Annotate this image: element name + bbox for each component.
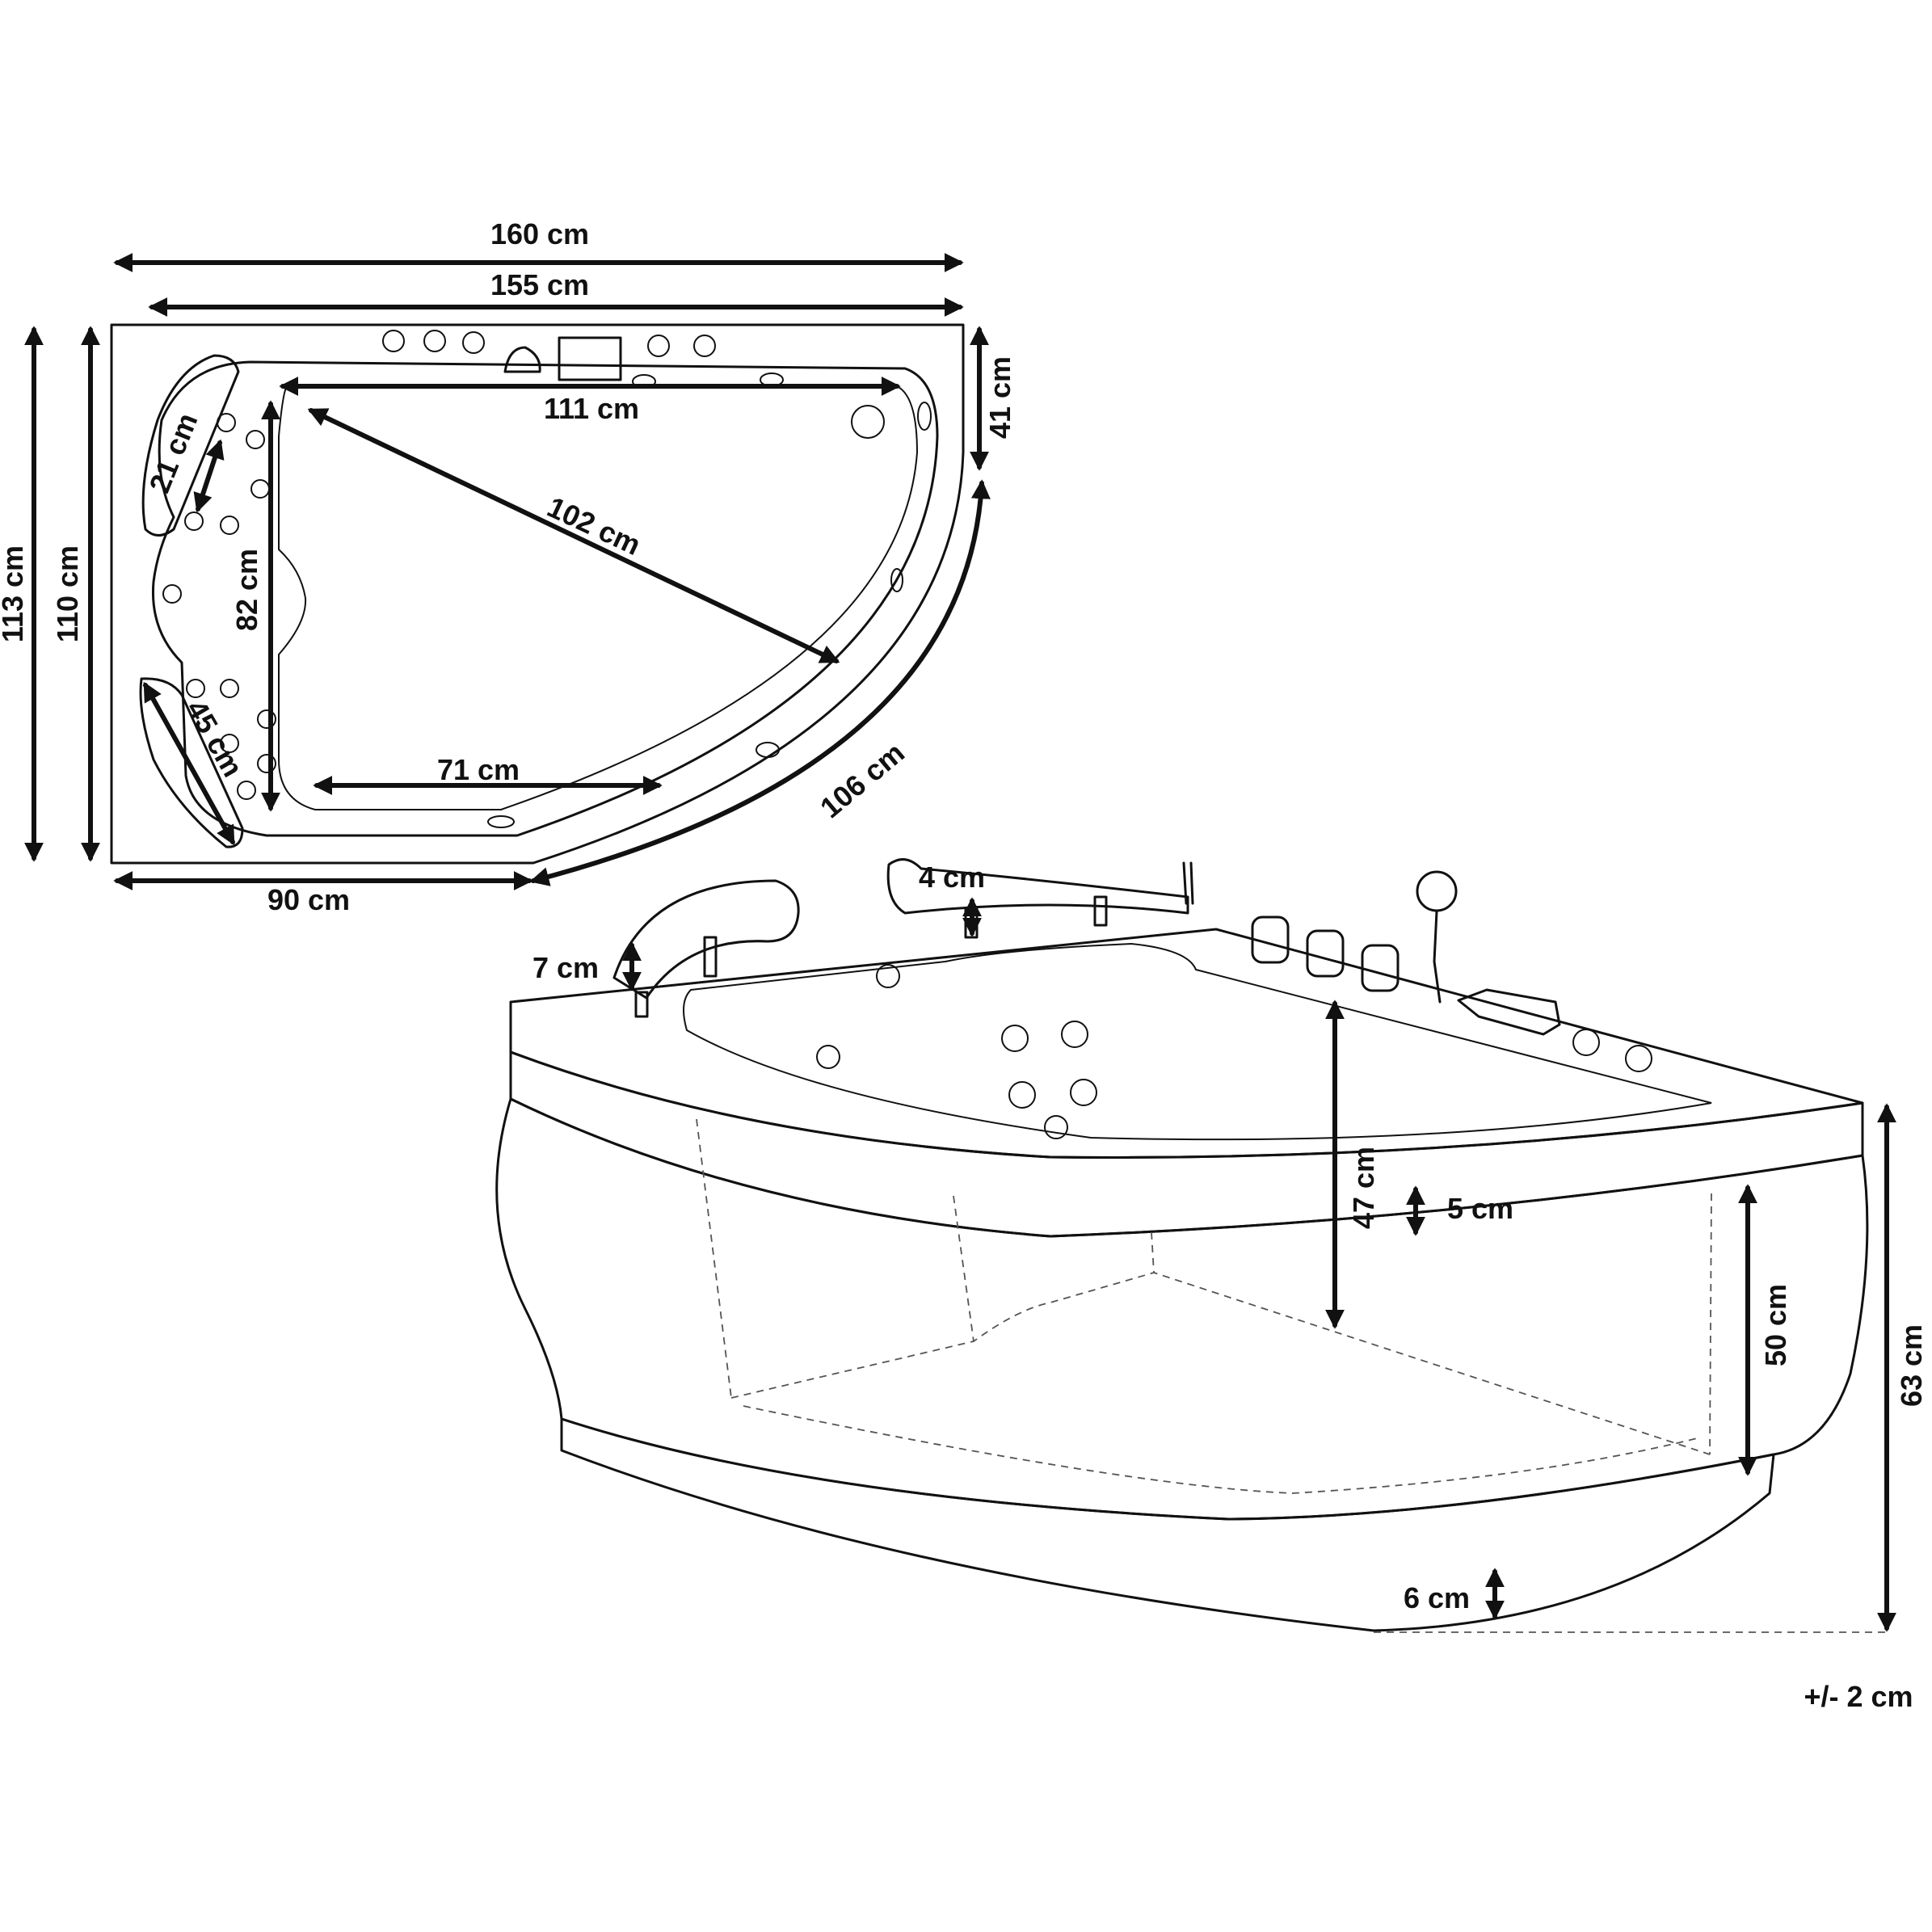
control-knob-icon bbox=[1361, 944, 1400, 992]
label-71: 71 cm bbox=[437, 753, 520, 786]
faucet-icon bbox=[558, 336, 622, 381]
label-110: 110 cm bbox=[51, 545, 84, 642]
hidden-frame bbox=[730, 1272, 1711, 1455]
jet-icon bbox=[1001, 1025, 1029, 1052]
jet-icon bbox=[693, 335, 716, 357]
label-4: 4 cm bbox=[919, 861, 985, 894]
label-41: 41 cm bbox=[983, 356, 1017, 439]
pillow-post bbox=[1093, 895, 1108, 927]
shower-head-icon bbox=[503, 346, 541, 373]
label-111: 111 cm bbox=[544, 392, 639, 425]
headrest-pillow-left bbox=[612, 879, 800, 1000]
control-knob-icon bbox=[1306, 929, 1345, 978]
label-5: 5 cm bbox=[1447, 1192, 1513, 1225]
side-view: 7 cm 4 cm 47 cm 5 cm 50 cm 63 cm 6 cm +/… bbox=[495, 858, 1928, 1713]
tub-base bbox=[560, 1417, 1775, 1632]
jet-icon bbox=[423, 330, 446, 352]
basin-opening bbox=[683, 942, 1712, 1141]
jet-icon bbox=[816, 1045, 840, 1069]
hand-shower-hose bbox=[1433, 910, 1442, 1004]
jet-icon bbox=[382, 330, 405, 352]
label-6: 6 cm bbox=[1404, 1581, 1470, 1614]
hidden-frame bbox=[696, 1118, 732, 1399]
dim-arrow-21 bbox=[193, 439, 225, 513]
label-63: 63 cm bbox=[1895, 1324, 1928, 1407]
jet-icon bbox=[851, 405, 885, 439]
hidden-frame bbox=[953, 1195, 974, 1342]
jet-icon bbox=[220, 516, 239, 535]
label-160: 160 cm bbox=[490, 217, 589, 250]
label-102: 102 cm bbox=[542, 490, 646, 562]
jet-icon bbox=[220, 679, 239, 698]
label-tolerance: +/- 2 cm bbox=[1804, 1680, 1913, 1713]
dim-arrow-106 bbox=[529, 479, 991, 886]
towel-hook-icon bbox=[1182, 861, 1194, 905]
hidden-frame bbox=[743, 1405, 1698, 1494]
label-113: 113 cm bbox=[0, 545, 29, 642]
dim-arrow-102 bbox=[307, 408, 840, 663]
top-view: 160 cm 155 cm 113 cm 110 cm 111 cm 102 c… bbox=[0, 217, 1017, 916]
jet-icon bbox=[1008, 1081, 1036, 1109]
rim-band bbox=[509, 1050, 1864, 1238]
label-7: 7 cm bbox=[532, 951, 599, 984]
jet-icon bbox=[917, 402, 932, 431]
jet-icon bbox=[462, 331, 485, 354]
jet-icon bbox=[647, 335, 670, 357]
jet-icon bbox=[186, 679, 205, 698]
jet-icon bbox=[756, 742, 780, 758]
hidden-frame bbox=[1709, 1193, 1712, 1455]
label-90: 90 cm bbox=[267, 883, 350, 916]
jet-icon bbox=[237, 781, 256, 800]
headrest-upper bbox=[141, 354, 240, 537]
headrest-pillow-right bbox=[886, 858, 1189, 915]
jet-icon bbox=[876, 964, 900, 988]
tub-apron bbox=[495, 1097, 1869, 1521]
control-button-icon bbox=[1625, 1045, 1652, 1072]
label-50: 50 cm bbox=[1759, 1284, 1792, 1366]
jet-icon bbox=[217, 413, 236, 432]
label-82: 82 cm bbox=[230, 549, 263, 631]
label-21: 21 cm bbox=[142, 408, 204, 497]
label-155: 155 cm bbox=[490, 268, 589, 301]
pillow-post bbox=[703, 936, 718, 978]
jet-icon bbox=[250, 479, 270, 499]
hidden-frame bbox=[1151, 1231, 1155, 1273]
jet-icon bbox=[487, 815, 515, 828]
pillow-post bbox=[634, 991, 649, 1018]
jet-icon bbox=[162, 584, 182, 604]
jet-icon bbox=[184, 511, 204, 531]
jet-icon bbox=[1061, 1021, 1088, 1048]
jet-icon bbox=[1070, 1079, 1097, 1106]
dim-arrow-45 bbox=[143, 681, 235, 846]
label-47: 47 cm bbox=[1347, 1147, 1380, 1229]
jet-icon bbox=[1044, 1115, 1068, 1139]
hand-shower-icon bbox=[1416, 870, 1458, 912]
control-knob-icon bbox=[1251, 915, 1290, 964]
control-button-icon bbox=[1572, 1029, 1600, 1056]
basin-outline-top bbox=[278, 385, 919, 810]
jet-icon bbox=[246, 430, 265, 449]
waterfall-spout-icon bbox=[1457, 988, 1561, 1036]
